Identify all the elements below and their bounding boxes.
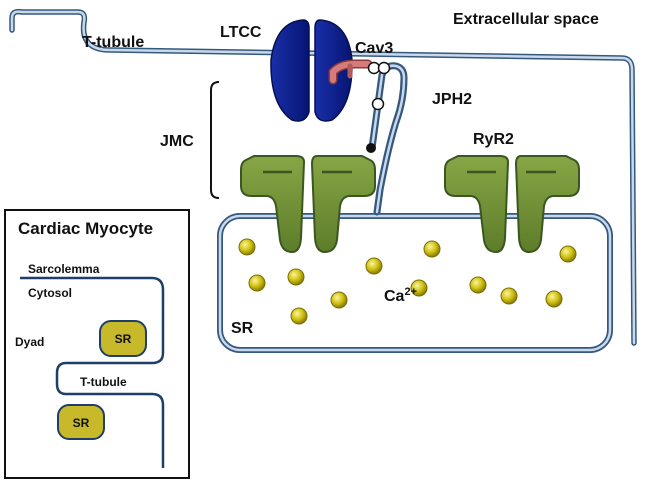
t-tubule-membrane [9, 8, 637, 346]
inset-sr-top [99, 320, 147, 357]
inset-dyad-label: Dyad [15, 335, 44, 349]
extracellular-label: Extracellular space [453, 11, 599, 28]
calcium-ion [423, 240, 441, 258]
calcium-label: Ca2+ [384, 286, 417, 305]
ltcc-label: LTCC [220, 24, 262, 41]
calcium-ion [330, 291, 348, 309]
inset-sr-bottom-label: SR [73, 416, 90, 430]
ryr2-channel-3 [444, 155, 510, 254]
inset-sarcolemma-label: Sarcolemma [28, 262, 100, 276]
ryr2-channel-4 [514, 155, 580, 254]
jmc-bracket [210, 81, 220, 199]
inset-t-tubule-label: T-tubule [80, 375, 127, 389]
cav3-protein [328, 59, 391, 85]
calcium-charge: 2+ [404, 286, 417, 298]
inset-sr-bottom [57, 404, 105, 440]
calcium-ion [248, 274, 266, 292]
calcium-symbol: Ca [384, 288, 405, 305]
calcium-ion [290, 307, 308, 325]
calcium-ion [410, 279, 428, 297]
jph2-label: JPH2 [432, 91, 472, 108]
cav3-label: Cav3 [355, 40, 393, 57]
inset-cytosol-label: Cytosol [28, 286, 72, 300]
inset-sarcolemma-line [20, 276, 165, 468]
ryr2-channel-2 [310, 155, 376, 254]
inset-title: Cardiac Myocyte [18, 219, 153, 238]
calcium-ion [469, 276, 487, 294]
calcium-ion [287, 268, 305, 286]
calcium-ion [559, 245, 577, 263]
sr-label: SR [231, 320, 254, 337]
calcium-ion [500, 287, 518, 305]
ryr2-channel-1 [240, 155, 306, 254]
jph2-beads [366, 97, 385, 153]
t-tubule-label: T-tubule [82, 34, 144, 51]
jmc-label: JMC [160, 133, 194, 150]
ryr2-label: RyR2 [473, 131, 514, 148]
calcium-ions [238, 238, 577, 325]
inset-sr-top-label: SR [115, 332, 132, 346]
calcium-ion [238, 238, 256, 256]
cardiac-myocyte-inset: Cardiac Myocyte Sarcolemma Cytosol Dyad … [4, 209, 190, 479]
calcium-ion [365, 257, 383, 275]
jph2-protein [368, 62, 408, 216]
calcium-ion [545, 290, 563, 308]
